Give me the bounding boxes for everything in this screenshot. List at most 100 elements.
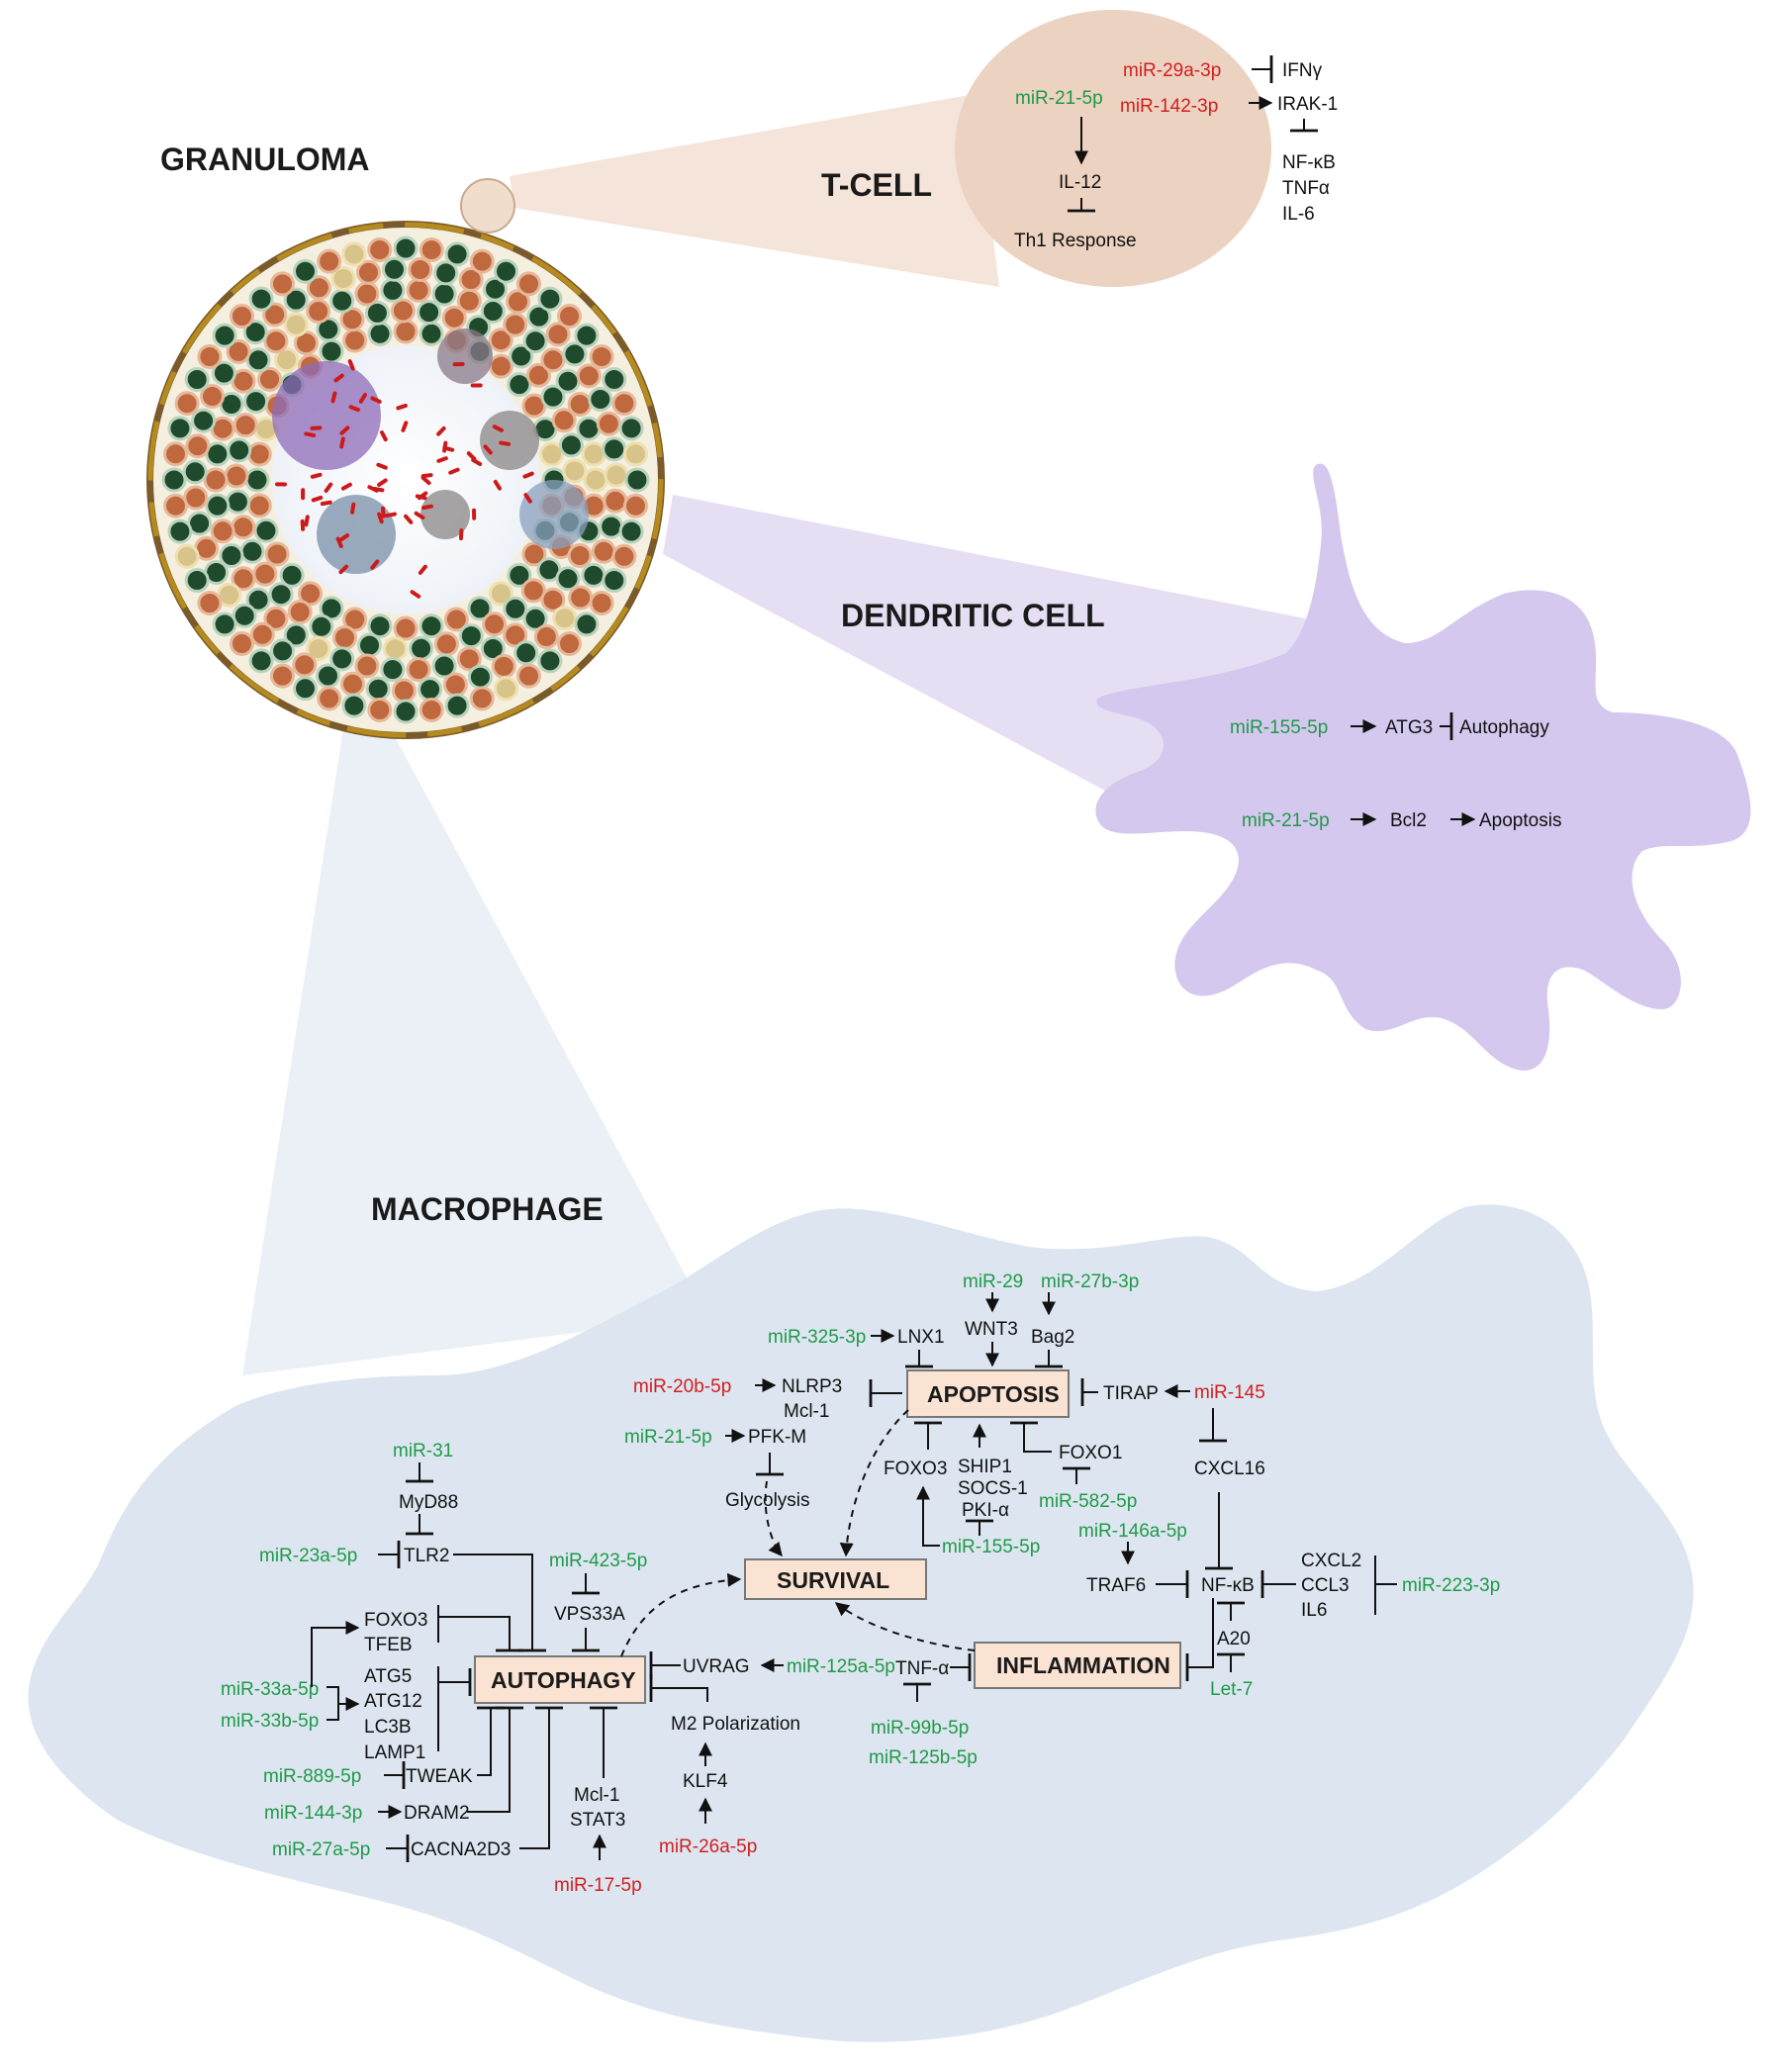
tcell-tnfa: TNFα [1282,178,1330,199]
tweak-label: TWEAK [406,1766,473,1787]
atg12-label: ATG12 [364,1691,422,1712]
granuloma-cell [163,469,185,491]
granuloma-cell [311,615,332,637]
granuloma-cell [254,563,276,585]
granuloma-cell [369,700,391,721]
socs1-label: SOCS-1 [958,1478,1028,1499]
granuloma-cell [234,415,256,436]
tcell-mir29a: miR-29a-3p [1123,60,1221,81]
mir223-label: miR-223-3p [1402,1575,1500,1596]
granuloma-cell [214,325,235,346]
granuloma-cell [518,665,540,687]
granuloma-cell [165,495,187,517]
mycobacterium [310,425,322,430]
granuloma-macrophage [519,480,589,549]
tcell-irak1: IRAK-1 [1277,94,1338,115]
mcl1-label: Mcl-1 [784,1401,829,1422]
ccl3-label: CCL3 [1301,1575,1350,1596]
granuloma-cell [496,678,517,700]
granuloma-cell [593,540,614,562]
granuloma-cell [343,695,365,716]
granuloma-cell [559,306,581,328]
inflammation-box-label: INFLAMMATION [996,1652,1170,1678]
granuloma-cell [250,650,272,672]
granuloma-cell [420,679,441,701]
dc-mir21: miR-21-5p [1242,810,1330,831]
granuloma-cell [606,464,627,486]
granuloma-cell [590,389,611,411]
granuloma-cell [245,391,267,413]
dc-atg3: ATG3 [1385,717,1433,738]
dc-mir155: miR-155-5p [1230,717,1328,738]
granuloma-cell [524,330,546,352]
granuloma-cell [205,469,227,491]
foxo3-label: FOXO3 [884,1459,947,1479]
dendritic-cell-shape [1095,463,1750,1070]
dc-autophagy: Autophagy [1459,717,1549,738]
granuloma-cell [613,545,635,567]
granuloma-cell [420,615,442,637]
granuloma-cell [578,418,600,439]
granuloma-cell [446,243,468,265]
granuloma-cell [342,673,364,695]
granuloma-cell [539,288,561,310]
m2-label: M2 Polarization [671,1714,800,1735]
granuloma-cell [435,633,457,655]
granuloma-cell [625,443,647,465]
dendritic-title: DENDRITIC CELL [841,598,1105,633]
mir144-label: miR-144-3p [264,1803,362,1824]
mir17-label: miR-17-5p [554,1875,642,1896]
granuloma-cell [382,659,404,681]
traf6-label: TRAF6 [1086,1575,1146,1596]
granuloma-cell [334,627,356,649]
granuloma-cell [232,633,253,655]
granuloma-cell [408,279,429,301]
granuloma-cell [212,520,233,542]
granuloma-cell [285,314,307,335]
granuloma-cell [367,678,389,700]
granuloma-cell [419,302,440,324]
granuloma-cell [408,659,429,681]
granuloma-cell [585,469,606,491]
granuloma-cell [620,520,642,542]
granuloma-cell [319,250,340,272]
granuloma-cell [460,625,482,647]
myd88-label: MyD88 [399,1492,458,1513]
tirap-label: TIRAP [1103,1383,1159,1404]
granuloma-cell [319,688,340,709]
granuloma-cell [395,237,417,259]
klf4-label: KLF4 [683,1771,728,1792]
pfkm-label: PFK-M [748,1427,806,1448]
granuloma-cell [251,623,273,645]
granuloma-cell [458,290,480,312]
granuloma-cell [518,273,540,295]
tcell-nfkb: NF-κB [1282,152,1336,173]
granuloma-cell [384,258,406,280]
granuloma-cell [583,564,605,586]
granuloma-cell [165,443,187,465]
granuloma-cell [515,642,537,664]
granuloma-cell [557,568,579,590]
cxcl2-label: CXCL2 [1301,1551,1361,1571]
granuloma-cell [505,314,526,335]
survival-box-label: SURVIVAL [777,1567,889,1593]
macrophage-zoom-wedge [242,678,707,1375]
granuloma-cell [583,443,605,465]
mir582-label: miR-582-5p [1039,1491,1137,1512]
mir423-label: miR-423-5p [549,1551,647,1571]
granuloma-cell [214,613,235,635]
granuloma-cell [554,608,576,629]
granuloma-cell [385,638,407,660]
granuloma-cell [560,434,582,456]
granuloma-macrophage [272,361,381,470]
granuloma-cell [248,443,270,465]
tnfa-label: TNF-α [895,1658,949,1679]
granuloma-cell [266,543,288,565]
granuloma-cell [576,613,598,635]
cxcl16-label: CXCL16 [1194,1459,1265,1479]
tcell-il12: IL-12 [1059,172,1101,193]
granuloma-cell [295,678,317,700]
granuloma-cell [248,495,270,517]
granuloma-cell [392,300,414,322]
mir125a-label: miR-125a-5p [787,1656,895,1677]
